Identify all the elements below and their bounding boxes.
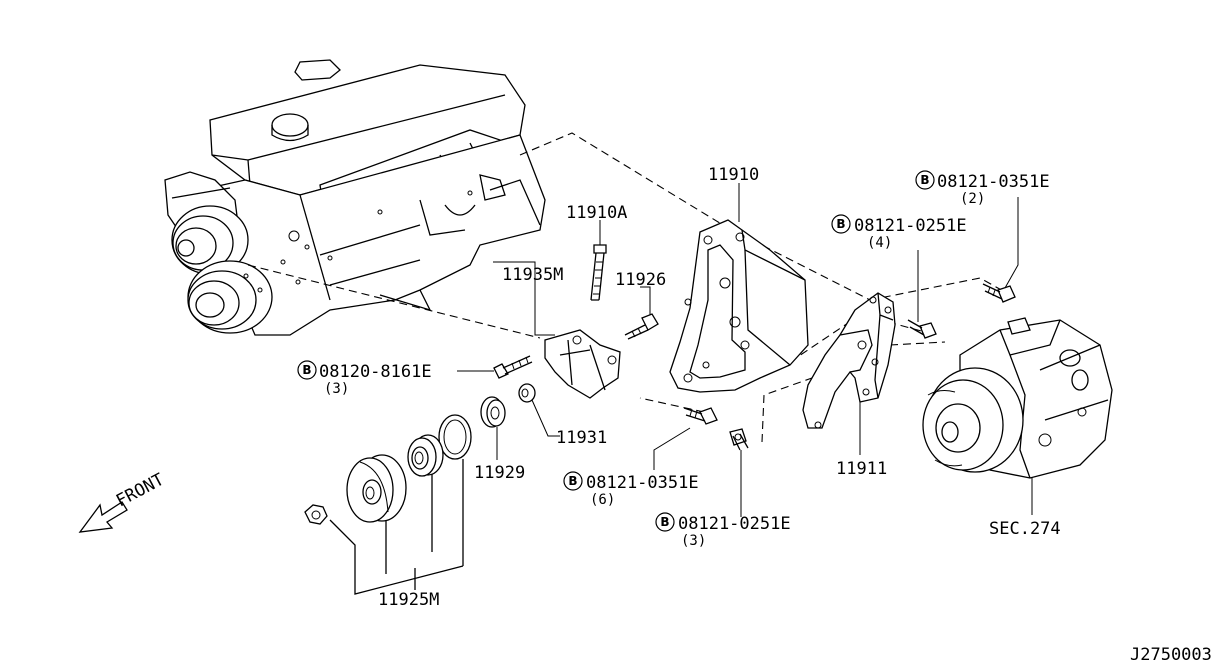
bolt-symbol-icon: [915, 170, 935, 190]
idler-bracket-11935M: [544, 329, 621, 399]
bolt-qty: (4): [867, 235, 892, 251]
bolt-code: 08121-0351E: [586, 473, 699, 493]
front-direction-arrow: FRONT: [78, 470, 168, 533]
stud-bolt-11910A: [590, 244, 607, 301]
main-bracket-11910: [669, 219, 809, 393]
bolt-symbol-icon: [297, 360, 317, 380]
bolt-symbol-letter: B: [836, 217, 845, 231]
part-label-11929: 11929: [474, 463, 525, 483]
part-label-11910A: 11910A: [566, 203, 627, 223]
bolt-symbol-letter: B: [568, 474, 577, 488]
bolt-08121-0351E-top: [982, 283, 1016, 303]
washer-11929: [480, 396, 506, 428]
bolt-callout-b4: B 08121-0351E (6): [563, 471, 699, 508]
idler-pulley-set-11925M: [304, 414, 472, 595]
bolt-08121-0251E-lower: [729, 428, 749, 451]
bolt-qty: (3): [324, 381, 349, 397]
part-label-11926: 11926: [615, 270, 666, 290]
ac-compressor-sec274: [922, 317, 1113, 479]
bolt-qty: (2): [960, 191, 985, 207]
bolt-code: 08120-8161E: [319, 362, 432, 382]
leader-lines: [457, 183, 1033, 517]
bolt-symbol-icon: [831, 214, 851, 234]
part-label-11910: 11910: [708, 165, 759, 185]
engine-block-illustration: [164, 59, 546, 336]
bolt-code: 08121-0251E: [678, 514, 791, 534]
bolt-symbol-icon: [563, 471, 583, 491]
part-label-11935M: 11935M: [502, 265, 563, 285]
bolt-symbol-letter: B: [920, 173, 929, 187]
bolt-callout-b2: B 08121-0251E (4): [831, 214, 967, 251]
compressor-bracket-11911: [802, 292, 896, 429]
bolt-code: 08121-0351E: [937, 172, 1050, 192]
diagram-code: J2750003: [1130, 645, 1212, 665]
part-label-11911: 11911: [836, 459, 887, 479]
bolt-symbol-letter: B: [660, 515, 669, 529]
bolt-qty: (3): [681, 533, 706, 549]
bolt-11926: [624, 313, 659, 340]
bolt-08121-0351E-lower: [683, 407, 718, 425]
bolt-code: 08121-0251E: [854, 216, 967, 236]
bolt-callout-b1: B 08121-0351E (2): [915, 170, 1050, 207]
part-label-sec274: SEC.274: [989, 519, 1061, 539]
bolt-08120-8161E: [493, 355, 533, 379]
spacer-11931: [518, 383, 536, 403]
part-label-11931: 11931: [556, 428, 607, 448]
bolt-symbol-letter: B: [302, 363, 311, 377]
bolt-08121-0251E-upper: [907, 319, 937, 339]
front-label: FRONT: [113, 470, 168, 512]
bolt-callout-b3: B 08120-8161E (3): [297, 360, 432, 397]
part-label-11925M: 11925M: [378, 590, 439, 610]
bolt-callout-b5: B 08121-0251E (3): [655, 512, 791, 549]
bolt-qty: (6): [590, 492, 615, 508]
bolt-symbol-icon: [655, 512, 675, 532]
